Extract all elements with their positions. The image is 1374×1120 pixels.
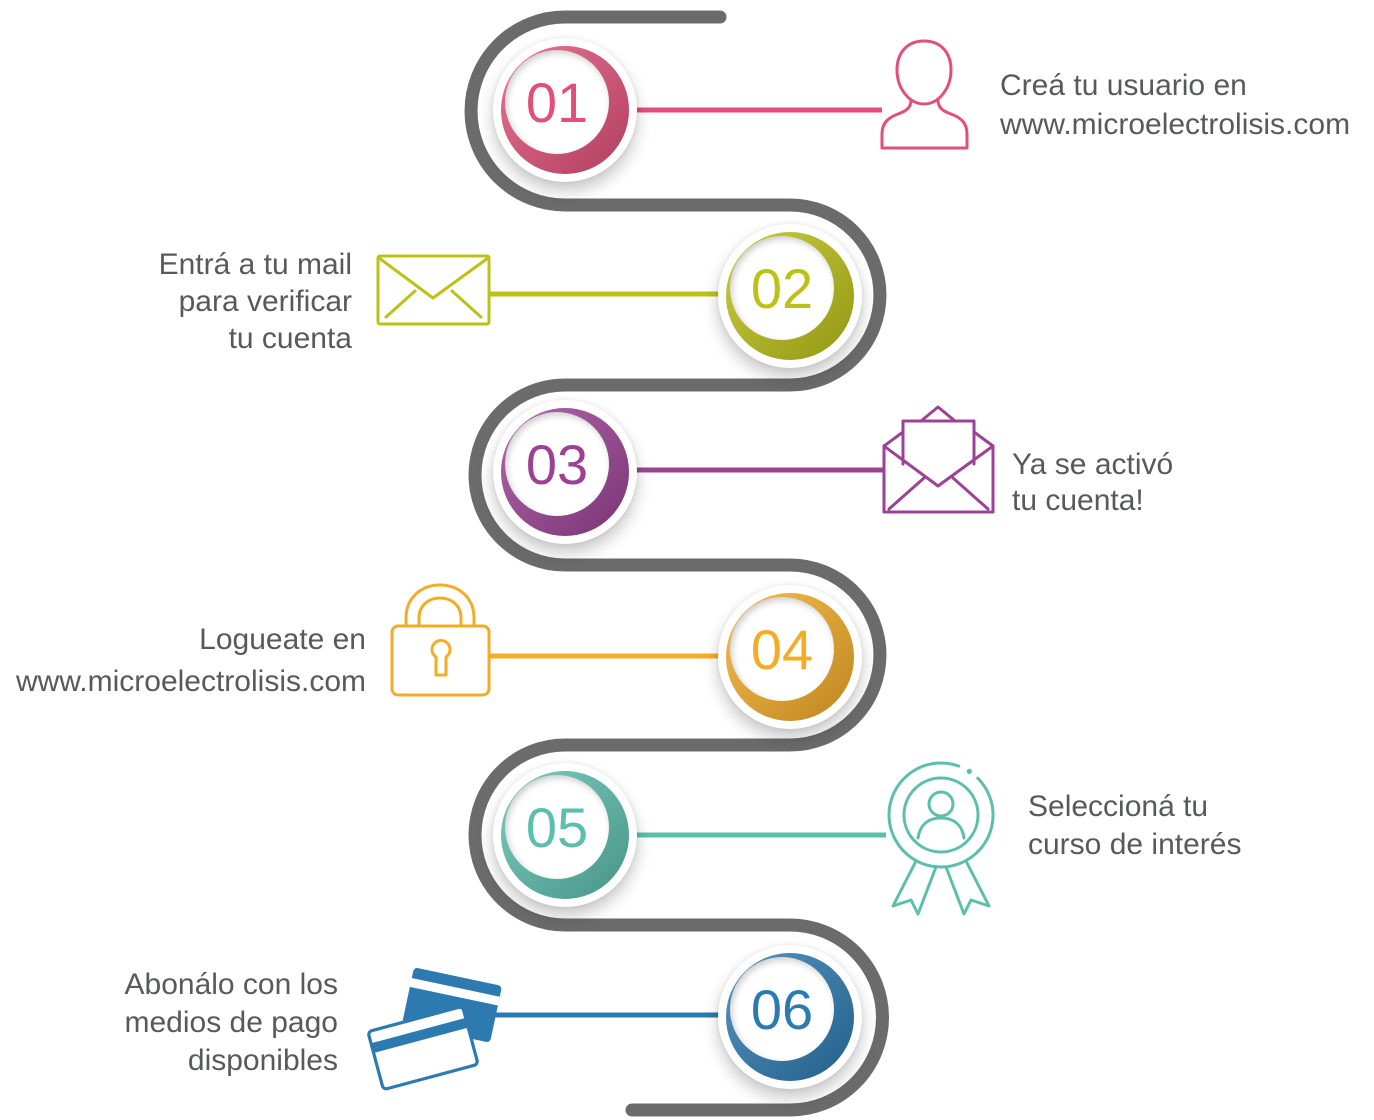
step-badge-05: 05 xyxy=(493,763,637,907)
envelope-icon xyxy=(376,254,491,326)
padlock-icon-shackle xyxy=(404,583,476,628)
step-text-line: Logueate en xyxy=(199,623,366,656)
step-01-text: Creá tu usuario en www.microelectrolisis… xyxy=(1000,66,1350,144)
card-clip xyxy=(468,1010,490,1036)
envelope-icon-flap xyxy=(377,256,490,300)
step-02-text: Entrá a tu mail para verificar tu cuenta xyxy=(159,246,352,357)
step-text-line: Entrá a tu mail xyxy=(158,248,352,281)
award-badge-icon-outer-ring xyxy=(887,761,995,869)
step-text-line: Abonálo con los xyxy=(124,968,339,1001)
open-envelope-icon-bottom-folds xyxy=(887,476,990,511)
user-icon xyxy=(880,39,969,150)
step-text-line: medios de pago xyxy=(124,1006,339,1039)
step-number: 06 xyxy=(750,978,814,1041)
badge-center: 05 xyxy=(505,775,609,879)
step-number: 04 xyxy=(750,618,814,681)
step-text-line: tu cuenta xyxy=(228,322,352,355)
step-04-graphics xyxy=(390,583,726,697)
front-card-stripe xyxy=(371,1017,469,1053)
award-badge-icon xyxy=(887,761,995,916)
badge-center: 02 xyxy=(730,236,834,340)
step-badge-02: 02 xyxy=(718,224,862,368)
step-number: 03 xyxy=(525,433,589,496)
step-text-line: Seleccioná tu xyxy=(1028,790,1209,823)
badge-center: 04 xyxy=(730,597,834,701)
step-badge-06: 06 xyxy=(718,945,862,1089)
step-number: 02 xyxy=(750,257,814,320)
open-envelope-icon xyxy=(882,405,995,514)
step-06-graphics xyxy=(367,968,726,1091)
step-05-text: Seleccioná tu curso de interés xyxy=(1028,788,1241,864)
award-badge-icon-dot xyxy=(966,768,972,775)
step-badge-03: 03 xyxy=(493,400,637,544)
credit-cards-icon xyxy=(367,968,502,1091)
step-number: 05 xyxy=(525,796,589,859)
step-badge-01: 01 xyxy=(493,38,637,182)
step-text-line: disponibles xyxy=(187,1044,338,1077)
step-text-line: Ya se activó xyxy=(1012,448,1174,481)
envelope-icon-folds xyxy=(384,289,483,319)
open-envelope-icon-flap xyxy=(882,405,995,448)
step-text-line: www.microelectrolisis.com xyxy=(15,665,366,698)
step-number: 01 xyxy=(525,71,589,134)
user-icon-body xyxy=(880,98,969,150)
step-01-graphics xyxy=(629,39,969,150)
step-text-line: para verificar xyxy=(178,285,352,318)
step-text-line: curso de interés xyxy=(1028,828,1242,861)
front-card-icon xyxy=(367,1005,479,1091)
envelope-icon-body xyxy=(376,254,491,326)
open-envelope-icon-letter xyxy=(901,419,976,466)
person-head-icon xyxy=(927,790,955,818)
ribbon-left-icon xyxy=(891,859,938,916)
keyhole-icon xyxy=(430,639,452,677)
person-shoulders-icon xyxy=(916,816,966,840)
step-badge-04: 04 xyxy=(718,585,862,729)
step-02-graphics xyxy=(376,254,726,326)
step-text-line: tu cuenta! xyxy=(1012,484,1144,517)
user-icon-head xyxy=(895,39,953,106)
open-envelope-icon-inner-fold xyxy=(882,444,995,488)
padlock-icon xyxy=(390,583,491,697)
serpentine-path xyxy=(464,10,889,1117)
badge-center: 03 xyxy=(505,412,609,516)
award-badge-icon-inner-ring xyxy=(902,776,980,854)
badge-center: 06 xyxy=(730,957,834,1061)
back-card-stripe xyxy=(409,978,500,1006)
step-03-text: Ya se activó tu cuenta! xyxy=(1012,447,1173,519)
step-text-line: www.microelectrolisis.com xyxy=(1000,108,1351,141)
badge-center: 01 xyxy=(505,50,609,154)
open-envelope-icon-body xyxy=(882,444,995,514)
padlock-icon-body xyxy=(390,624,491,697)
step-text-line: Creá tu usuario en xyxy=(1000,69,1247,102)
ribbon-right-icon xyxy=(944,859,991,916)
step-03-graphics xyxy=(629,405,995,514)
step-05-graphics xyxy=(631,761,995,916)
step-04-text: Logueate en www.microelectrolisis.com xyxy=(16,619,366,703)
step-06-text: Abonálo con los medios de pago disponibl… xyxy=(125,966,339,1080)
